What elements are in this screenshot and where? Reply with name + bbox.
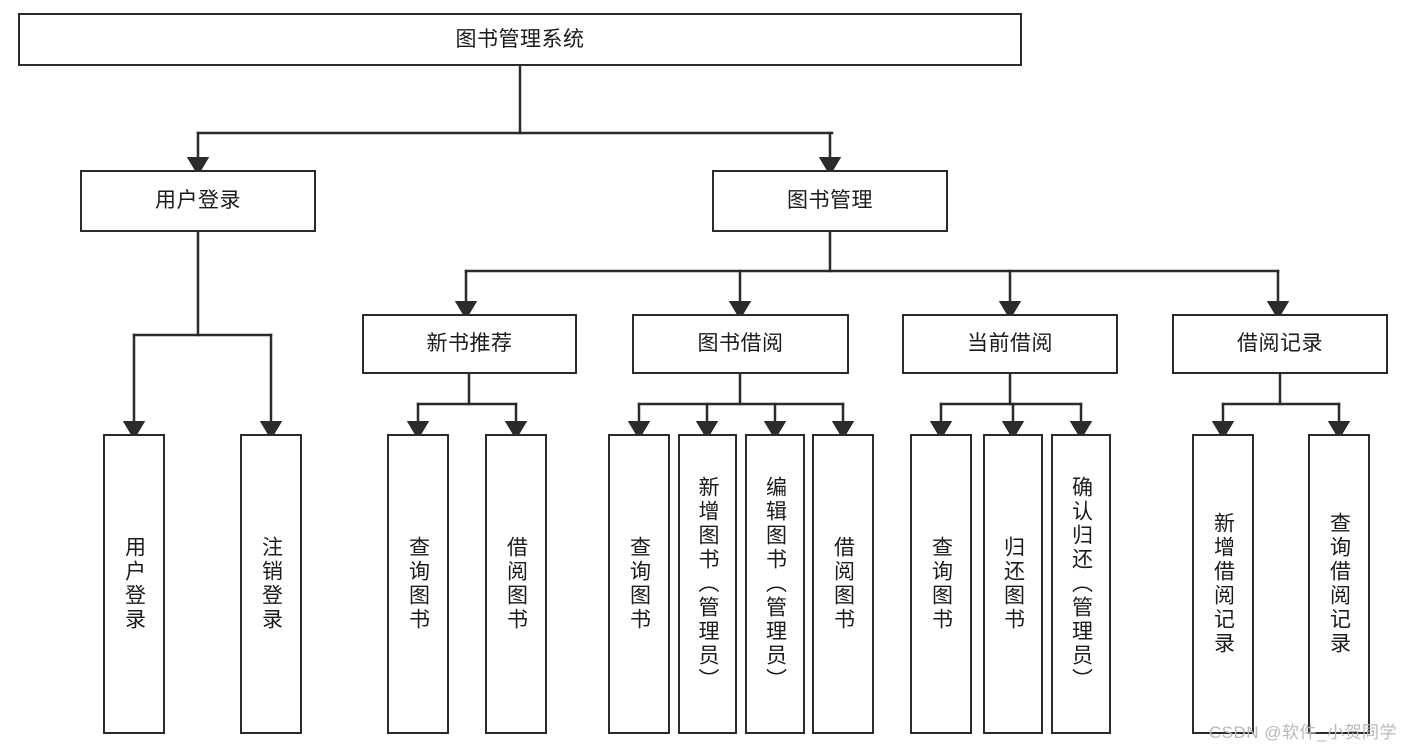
node-leaf-borrow-book-2-label: 借阅图书 bbox=[831, 536, 855, 632]
node-book-borrow[interactable]: 图书借阅 bbox=[632, 314, 849, 374]
node-borrow-record[interactable]: 借阅记录 bbox=[1172, 314, 1388, 374]
node-leaf-user-login[interactable]: 用户登录 bbox=[103, 434, 165, 734]
node-leaf-query-book-3[interactable]: 查询图书 bbox=[910, 434, 972, 734]
node-leaf-query-book-1[interactable]: 查询图书 bbox=[387, 434, 449, 734]
node-leaf-query-record-label: 查询借阅记录 bbox=[1327, 512, 1351, 656]
node-leaf-add-record[interactable]: 新增借阅记录 bbox=[1192, 434, 1254, 734]
node-leaf-borrow-book-1[interactable]: 借阅图书 bbox=[485, 434, 547, 734]
csdn-watermark: CSDN @软件_小贺同学 bbox=[1208, 723, 1397, 742]
node-new-book-rec-label: 新书推荐 bbox=[426, 332, 513, 356]
node-new-book-rec[interactable]: 新书推荐 bbox=[362, 314, 577, 374]
node-leaf-add-record-label: 新增借阅记录 bbox=[1211, 512, 1235, 656]
node-leaf-edit-book-label: 编辑图书（管理员） bbox=[763, 476, 787, 692]
node-leaf-user-login-label: 用户登录 bbox=[122, 536, 146, 632]
node-leaf-borrow-book-1-label: 借阅图书 bbox=[504, 536, 528, 632]
node-leaf-query-book-1-label: 查询图书 bbox=[406, 536, 430, 632]
node-leaf-confirm-return[interactable]: 确认归还（管理员） bbox=[1051, 434, 1111, 734]
node-book-borrow-label: 图书借阅 bbox=[697, 332, 784, 356]
node-leaf-borrow-book-2[interactable]: 借阅图书 bbox=[812, 434, 874, 734]
node-leaf-query-book-3-label: 查询图书 bbox=[929, 536, 953, 632]
node-leaf-edit-book[interactable]: 编辑图书（管理员） bbox=[745, 434, 805, 734]
node-current-borrow[interactable]: 当前借阅 bbox=[902, 314, 1118, 374]
node-leaf-query-book-2-label: 查询图书 bbox=[627, 536, 651, 632]
node-root-label: 图书管理系统 bbox=[455, 27, 585, 51]
node-user-login[interactable]: 用户登录 bbox=[80, 170, 316, 232]
node-current-borrow-label: 当前借阅 bbox=[967, 332, 1053, 356]
node-leaf-query-record[interactable]: 查询借阅记录 bbox=[1308, 434, 1370, 734]
node-leaf-confirm-return-label: 确认归还（管理员） bbox=[1069, 476, 1093, 692]
node-leaf-logout-label: 注销登录 bbox=[259, 536, 283, 632]
node-root[interactable]: 图书管理系统 bbox=[18, 13, 1022, 66]
node-leaf-query-book-2[interactable]: 查询图书 bbox=[608, 434, 670, 734]
node-leaf-add-book[interactable]: 新增图书（管理员） bbox=[678, 434, 737, 734]
node-leaf-add-book-label: 新增图书（管理员） bbox=[696, 476, 719, 692]
node-book-manage[interactable]: 图书管理 bbox=[712, 170, 948, 232]
node-leaf-logout[interactable]: 注销登录 bbox=[240, 434, 302, 734]
node-borrow-record-label: 借阅记录 bbox=[1237, 332, 1323, 356]
node-user-login-label: 用户登录 bbox=[155, 189, 241, 213]
node-leaf-return-book-label: 归还图书 bbox=[1001, 536, 1025, 632]
node-book-manage-label: 图书管理 bbox=[787, 189, 873, 213]
node-leaf-return-book[interactable]: 归还图书 bbox=[983, 434, 1043, 734]
